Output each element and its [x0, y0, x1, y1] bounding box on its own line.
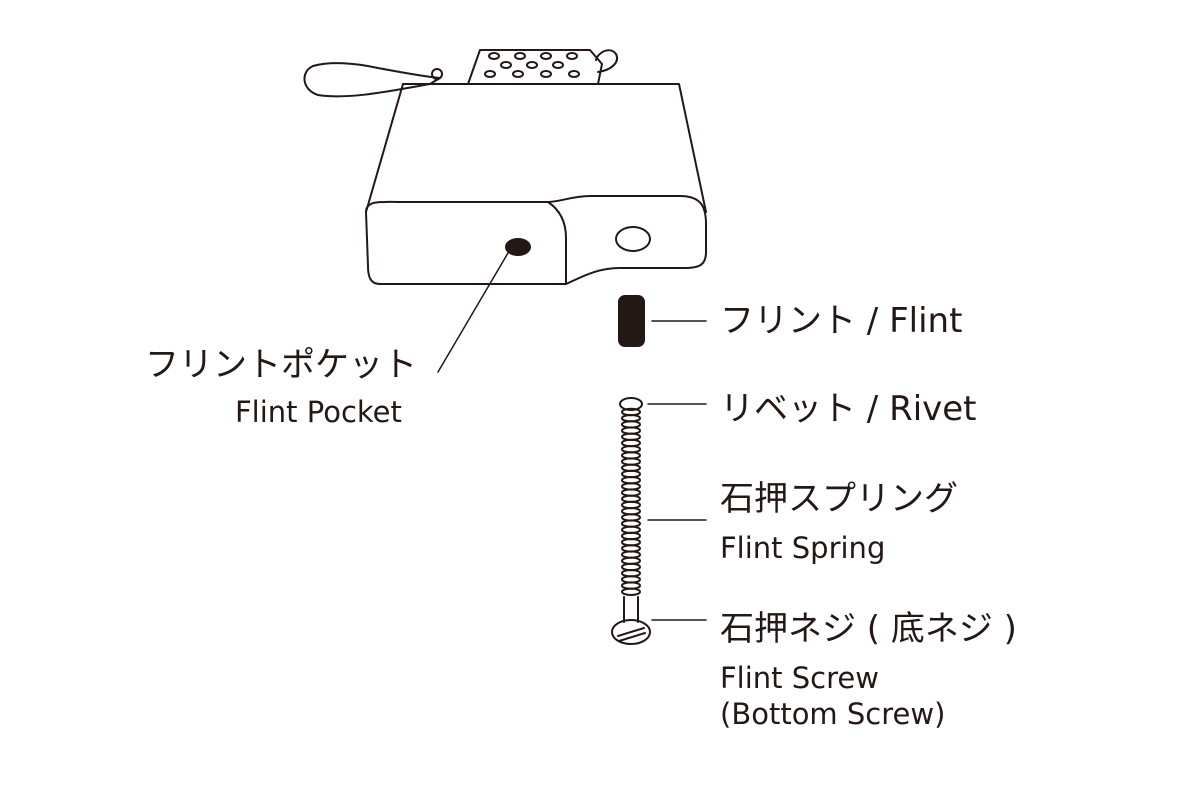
- screw-head: [611, 619, 651, 645]
- flint-pocket-hole: [505, 238, 531, 256]
- chimney-hook: [595, 49, 618, 73]
- chimney-holes: [484, 52, 580, 78]
- cam-rivet: [431, 68, 443, 80]
- flint-screw-label-jp: 石押ネジ ( 底ネジ ): [720, 609, 1017, 649]
- bottom-hole: [615, 226, 651, 252]
- flint-spring-part: [621, 407, 641, 596]
- flint-pocket-label-jp: フリントポケット: [145, 345, 417, 385]
- rivet-part: [619, 397, 643, 411]
- spring-coil: [621, 587, 641, 596]
- flint-label: フリント / Flint: [720, 301, 963, 341]
- cam-lever: [303, 62, 441, 98]
- screw-neck: [623, 596, 639, 623]
- screw-slot: [617, 627, 646, 642]
- flint-spring-label-en: Flint Spring: [720, 531, 886, 565]
- lighter-body-left-edge: [365, 83, 404, 213]
- lighter-body: [402, 83, 707, 213]
- flint-part: [618, 295, 645, 347]
- flint-pocket-label-en: Flint Pocket: [235, 395, 402, 429]
- lighter-bottom-face: [365, 195, 707, 285]
- flint-screw-label-en-1: Flint Screw: [720, 661, 879, 695]
- bottom-face-step: [547, 201, 567, 285]
- flint-spring-label-jp: 石押スプリング: [720, 479, 958, 519]
- leader-flint-pocket: [437, 252, 509, 373]
- flint-screw-label-en-2: (Bottom Screw): [720, 697, 946, 731]
- rivet-label: リベット / Rivet: [720, 389, 977, 429]
